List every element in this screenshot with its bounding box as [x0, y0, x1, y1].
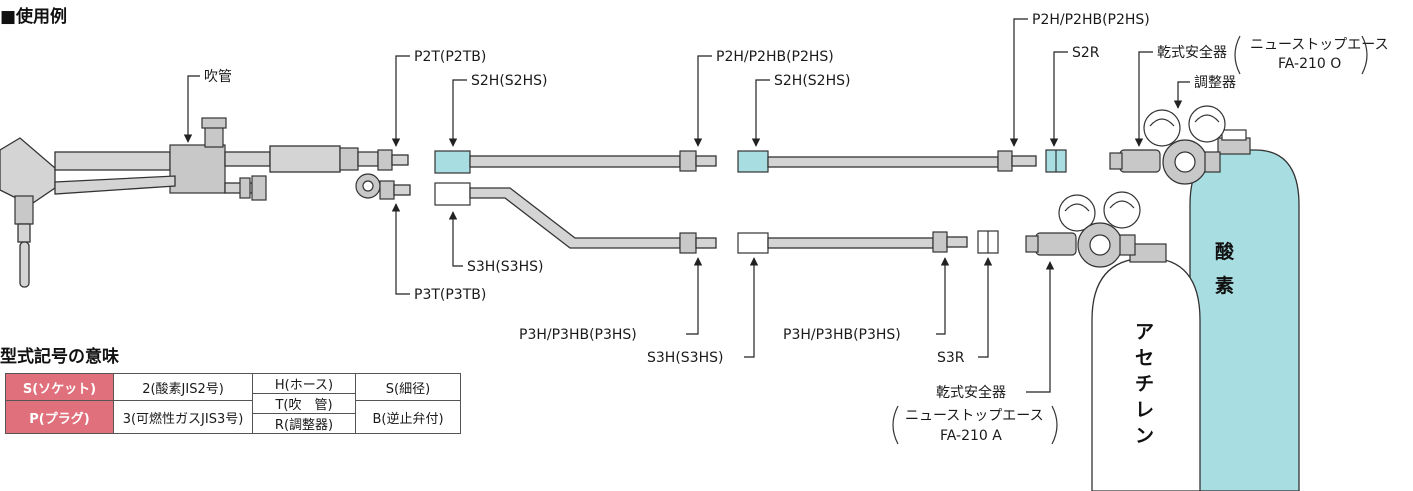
- s3r-socket: [977, 230, 999, 254]
- legend-thin: S(細径): [355, 373, 461, 401]
- p3h-plug-lower-left: [679, 232, 717, 254]
- s2r-socket: [1045, 149, 1067, 173]
- newstop-top-name: ニューストップエース: [1250, 37, 1389, 53]
- usage-example-heading: ■使用例: [0, 6, 67, 27]
- model-code-table: S(ソケット) 2(酸素JIS2号) H(ホース) S(細径) T(吹 管) P…: [5, 373, 461, 434]
- torch: [0, 117, 381, 288]
- legend-torch: T(吹 管): [252, 393, 356, 414]
- model-code-heading: 型式記号の意味: [0, 346, 119, 367]
- legend-oxygen-jis2: 2(酸素JIS2号): [113, 373, 253, 401]
- p3h-label-2: P3H/P3HB(P3HS): [783, 327, 901, 343]
- torch-label: 吹管: [204, 69, 232, 85]
- p3h-label-1: P3H/P3HB(P3HS): [519, 327, 637, 343]
- s3h-socket-lower-left: [434, 182, 471, 206]
- regulator-label: 調整器: [1194, 75, 1236, 91]
- newstop-bottom-model: FA-210 A: [940, 428, 1002, 444]
- acetylene-char-4: レ: [1135, 399, 1154, 421]
- s3r-label: S3R: [937, 350, 965, 366]
- newstop-top-model: FA-210 O: [1278, 56, 1341, 72]
- legend-check-valve: B(逆止弁付): [355, 400, 461, 434]
- dry-arrestor-bottom-label: 乾式安全器: [936, 384, 1006, 401]
- p3h-plug-lower-right: [932, 231, 968, 253]
- oxygen-hose-segment-1: [469, 155, 681, 168]
- oxygen-hose-segment-2: [767, 156, 999, 168]
- dry-arrestor-top-label: 乾式安全器: [1157, 44, 1227, 61]
- s2h-socket-upper-right: [737, 150, 769, 173]
- oxygen-regulator: [1109, 105, 1226, 185]
- p2h-label-2: P2H/P2HB(P2HS): [1032, 12, 1150, 28]
- oxygen-cylinder: 酸 素: [1189, 129, 1300, 491]
- s2h-label-1: S2H(S2HS): [471, 73, 547, 89]
- s2h-label-2: S2H(S2HS): [774, 73, 850, 89]
- p2h-label-1: P2H/P2HB(P2HS): [716, 49, 834, 65]
- p2t-plug: [377, 149, 409, 171]
- oxygen-char-1: 酸: [1215, 240, 1235, 263]
- s2r-label: S2R: [1072, 45, 1100, 61]
- legend-socket: S(ソケット): [5, 373, 114, 401]
- legend-plug: P(プラグ): [5, 400, 114, 434]
- newstop-bottom-name: ニューストップエース: [905, 408, 1044, 424]
- acetylene-hose-segment-1: [469, 187, 681, 249]
- s2h-socket-upper-left: [434, 150, 471, 174]
- acetylene-regulator: [1025, 191, 1141, 268]
- s3h-label-2: S3H(S3HS): [647, 350, 723, 366]
- legend-fuel-jis3: 3(可燃性ガスJIS3号): [113, 400, 253, 434]
- acetylene-char-3: チ: [1135, 373, 1154, 395]
- oxygen-char-2: 素: [1215, 274, 1234, 297]
- acetylene-char-2: セ: [1135, 347, 1154, 369]
- acetylene-cylinder: ア セ チ レ ン: [1091, 243, 1201, 491]
- p3t-label: P3T(P3TB): [414, 287, 486, 303]
- acetylene-hose-segment-2: [767, 237, 934, 249]
- p2t-label: P2T(P2TB): [414, 49, 486, 65]
- acetylene-char-5: ン: [1135, 425, 1154, 447]
- legend-regulator: R(調整器): [252, 413, 356, 434]
- acetylene-char-1: ア: [1135, 321, 1154, 343]
- p2h-plug-upper-right: [997, 150, 1037, 172]
- legend-hose: H(ホース): [252, 373, 356, 394]
- p3t-plug: [379, 180, 411, 200]
- s3h-socket-lower-right: [737, 232, 769, 254]
- p2h-plug-upper-left: [679, 150, 717, 172]
- s3h-label-1: S3H(S3HS): [467, 259, 543, 275]
